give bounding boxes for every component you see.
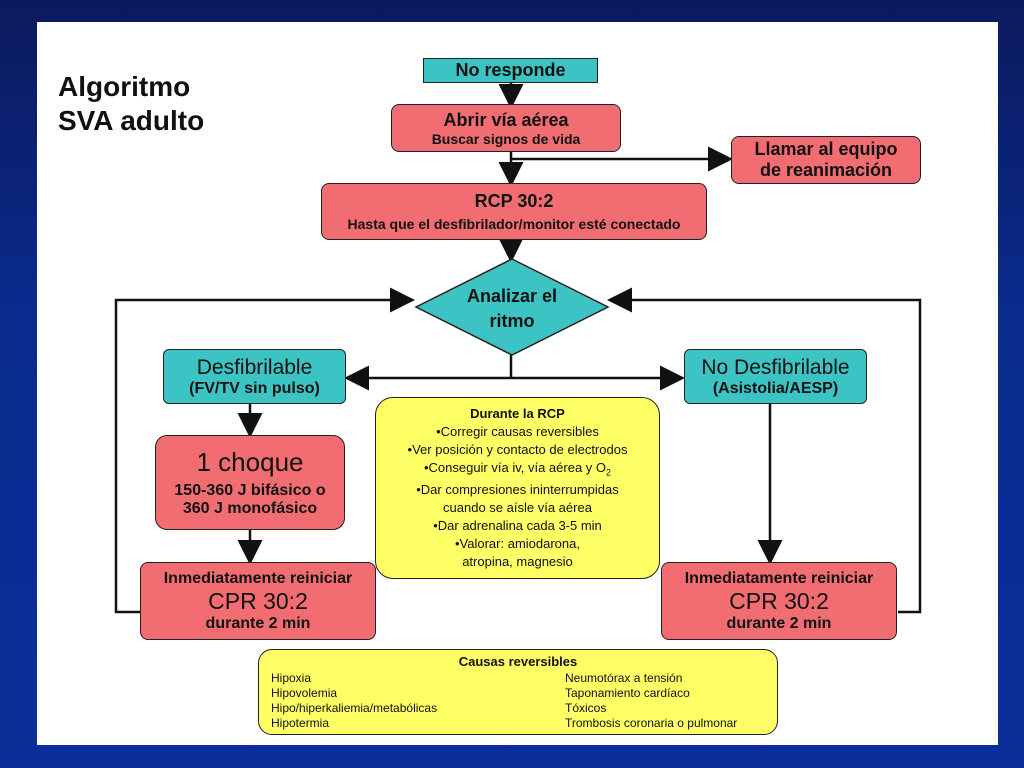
causa-item: Neumotórax a tensión [565, 671, 683, 685]
durante-rcp-box: Durante la RCP •Corregir causas reversib… [375, 397, 660, 579]
durante-rcp-item: •Dar adrenalina cada 3-5 min [433, 518, 602, 534]
durante-rcp-item: •Corregir causas reversibles [436, 423, 599, 439]
node-sublabel: 360 J monofásico [182, 500, 318, 517]
node-reiniciar-right: Inmediatamente reiniciar CPR 30:2 durant… [661, 562, 897, 640]
durante-rcp-item: •Valorar: amiodarona, [455, 536, 580, 552]
node-label: CPR 30:2 [729, 587, 829, 614]
node-sublabel: Buscar signos de vida [431, 130, 581, 147]
node-label: No Desfibrilable [701, 355, 850, 379]
node-sublabel: 150-360 J bifásico o [174, 482, 326, 499]
node-sublabel: (FV/TV sin pulso) [189, 379, 320, 397]
node-label: Desfibrilable [196, 355, 313, 379]
node-sublabel: Hasta que el desfibrilador/monitor esté … [347, 216, 681, 232]
node-1-choque: 1 choque 150-360 J bifásico o 360 J mono… [155, 435, 345, 530]
durante-rcp-item: cuando se aísle vía aérea [443, 500, 592, 516]
durante-rcp-item: •Conseguir vía iv, vía aérea y O2 [423, 459, 612, 478]
node-reiniciar-left: Inmediatamente reiniciar CPR 30:2 durant… [140, 562, 376, 640]
node-rcp-30-2: RCP 30:2 Hasta que el desfibrilador/moni… [321, 183, 707, 240]
node-abrir-via-aerea: Abrir vía aérea Buscar signos de vida [391, 104, 621, 152]
node-sublabel: (Asistolia/AESP) [712, 379, 839, 397]
durante-rcp-item: atropina, magnesio [462, 554, 573, 570]
subscript-2: 2 [606, 467, 612, 478]
node-label: Abrir vía aérea [443, 109, 569, 130]
node-label: 1 choque [196, 447, 304, 477]
durante-rcp-item: •Dar compresiones ininterrumpidas [416, 482, 619, 498]
causas-heading: Causas reversibles [458, 654, 578, 669]
causas-reversibles-box: Causas reversibles Hipoxia Hipovolemia H… [258, 649, 778, 735]
node-analizar-ritmo: Analizar el ritmo [414, 258, 610, 356]
node-sublabel: durante 2 min [205, 614, 311, 632]
causa-item: Tóxicos [565, 701, 607, 715]
page-title: Algoritmo SVA adulto [58, 70, 298, 138]
node-label: RCP 30:2 [474, 191, 554, 211]
node-label: CPR 30:2 [208, 587, 308, 614]
causa-item: Taponamiento cardíaco [565, 686, 690, 700]
node-label: Inmediatamente reiniciar [684, 569, 874, 587]
node-label: Analizar el [467, 286, 557, 306]
node-label: de reanimación [759, 160, 893, 180]
node-label: ritmo [490, 311, 535, 331]
causa-item: Hipo/hiperkaliemia/metabólicas [271, 701, 438, 715]
causa-item: Hipovolemia [271, 686, 338, 700]
node-desfibrilable: Desfibrilable (FV/TV sin pulso) [163, 349, 346, 404]
causa-item: Hipoxia [271, 671, 312, 685]
durante-rcp-heading: Durante la RCP [470, 405, 565, 421]
causa-item: Hipotermia [271, 716, 330, 730]
node-llamar-equipo: Llamar al equipo de reanimación [731, 136, 921, 184]
title-line-2: SVA adulto [58, 105, 205, 136]
node-label: No responde [455, 60, 566, 80]
node-no-desfibrilable: No Desfibrilable (Asistolia/AESP) [684, 349, 867, 404]
node-label: Llamar al equipo [754, 139, 898, 159]
causa-item: Trombosis coronaria o pulmonar [565, 716, 738, 730]
node-label: Inmediatamente reiniciar [163, 569, 353, 587]
node-no-responde: No responde [423, 58, 598, 83]
node-sublabel: durante 2 min [726, 614, 832, 632]
title-line-1: Algoritmo [58, 71, 191, 102]
durante-rcp-item: •Ver posición y contacto de electrodos [407, 441, 628, 457]
